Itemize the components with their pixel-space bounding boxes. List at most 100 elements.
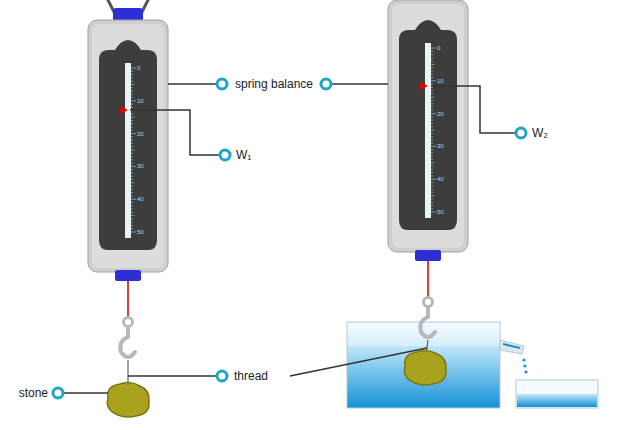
- scale-tick: [431, 152, 433, 153]
- scale-tick: [431, 93, 433, 94]
- scale-tick: [431, 100, 433, 101]
- scale-tick: [431, 156, 433, 157]
- scale-tick: [131, 195, 133, 196]
- scale-tick: [131, 81, 133, 82]
- scale-tick: [131, 199, 136, 200]
- scale-tick: [131, 218, 133, 219]
- scale-tick: [431, 159, 433, 160]
- scale-tick: [431, 136, 433, 137]
- scale-tick: [131, 68, 136, 69]
- scale-tick: [431, 57, 433, 58]
- scale-tick: [131, 117, 135, 118]
- scale-tick: [431, 67, 433, 68]
- scale-tick: [131, 232, 136, 233]
- scale-tick: [431, 116, 433, 117]
- scale-tick: [131, 104, 133, 105]
- scale-number: 0: [437, 45, 440, 51]
- scale-tick: [131, 97, 133, 98]
- scale-tick: [431, 169, 433, 170]
- scale-number: 10: [437, 78, 444, 84]
- scale-tick: [431, 179, 436, 180]
- scale-tick: [131, 123, 133, 124]
- scale-number: 20: [137, 131, 144, 137]
- scale-tick: [431, 48, 436, 49]
- scale-tick: [431, 80, 436, 81]
- scale-tick: [431, 133, 433, 134]
- scale-number: 50: [137, 229, 144, 235]
- scale-number: 50: [437, 209, 444, 215]
- scale-tick: [131, 209, 133, 210]
- scale-tick: [131, 176, 133, 177]
- scale-tick: [431, 113, 436, 114]
- scale-tick: [431, 103, 433, 104]
- scale-tick: [131, 169, 133, 170]
- scale-tick: [431, 208, 433, 209]
- callout-label: spring balance: [235, 78, 313, 90]
- scale-tick: [131, 182, 135, 183]
- scale-tick: [131, 166, 136, 167]
- scale-tick: [431, 175, 433, 176]
- scale-tick: [431, 182, 433, 183]
- scale-tick: [131, 215, 135, 216]
- scale-number: 40: [137, 196, 144, 202]
- scale-tick: [431, 74, 433, 75]
- scale-tick: [131, 74, 133, 75]
- scale-tick: [431, 61, 433, 62]
- scale-tick: [131, 127, 133, 128]
- scale-tick: [131, 156, 133, 157]
- scale-tick: [431, 139, 433, 140]
- scale-tick: [131, 205, 133, 206]
- scale-number: 0: [137, 65, 140, 71]
- scale-tick: [131, 143, 133, 144]
- scale-tick: [431, 202, 433, 203]
- scale-tick: [431, 126, 433, 127]
- callout-label: W₂: [532, 127, 548, 139]
- scale-tick: [131, 120, 133, 121]
- scale-tick: [131, 130, 133, 131]
- scale-tick: [131, 71, 133, 72]
- scale-tick: [431, 166, 433, 167]
- scale-tick: [431, 64, 435, 65]
- scale-tick: [431, 195, 435, 196]
- callout-label: thread: [234, 370, 268, 382]
- scale-tick: [131, 172, 133, 173]
- scale-tick: [131, 136, 133, 137]
- scale-tick: [131, 163, 133, 164]
- scale-tick: [131, 77, 133, 78]
- scale-tick: [431, 110, 433, 111]
- scale-tick: [131, 133, 136, 134]
- scale-number: 20: [437, 111, 444, 117]
- scale-tick: [131, 225, 133, 226]
- scale-tick: [131, 87, 133, 88]
- scale-tick: [431, 90, 433, 91]
- callout-label: W₁: [236, 149, 251, 161]
- scale-tick: [431, 143, 433, 144]
- scale-tick: [131, 159, 133, 160]
- scale-tick: [131, 153, 133, 154]
- scale-tick: [131, 140, 133, 141]
- scale-tick: [431, 84, 433, 85]
- scale-tick: [131, 228, 133, 229]
- scale-number: 40: [437, 176, 444, 182]
- scale-tick: [431, 123, 433, 124]
- scale-tick: [431, 146, 436, 147]
- scale-tick: [431, 51, 433, 52]
- scale-tick: [431, 77, 433, 78]
- scale-tick: [431, 212, 436, 213]
- scale-tick: [431, 54, 433, 55]
- scale-tick: [431, 205, 433, 206]
- scale-tick: [131, 90, 133, 91]
- scale-tick: [131, 186, 133, 187]
- scale-tick: [131, 189, 133, 190]
- scale-tick: [431, 87, 433, 88]
- scale-tick: [131, 179, 133, 180]
- scale-number: 10: [137, 98, 144, 104]
- scale-tick: [131, 150, 135, 151]
- scale-tick: [431, 185, 433, 186]
- scale-number: 30: [437, 143, 444, 149]
- scale-tick: [131, 107, 133, 108]
- scale-tick: [431, 130, 435, 131]
- scale-tick: [131, 146, 133, 147]
- callout-label: stone: [19, 387, 48, 399]
